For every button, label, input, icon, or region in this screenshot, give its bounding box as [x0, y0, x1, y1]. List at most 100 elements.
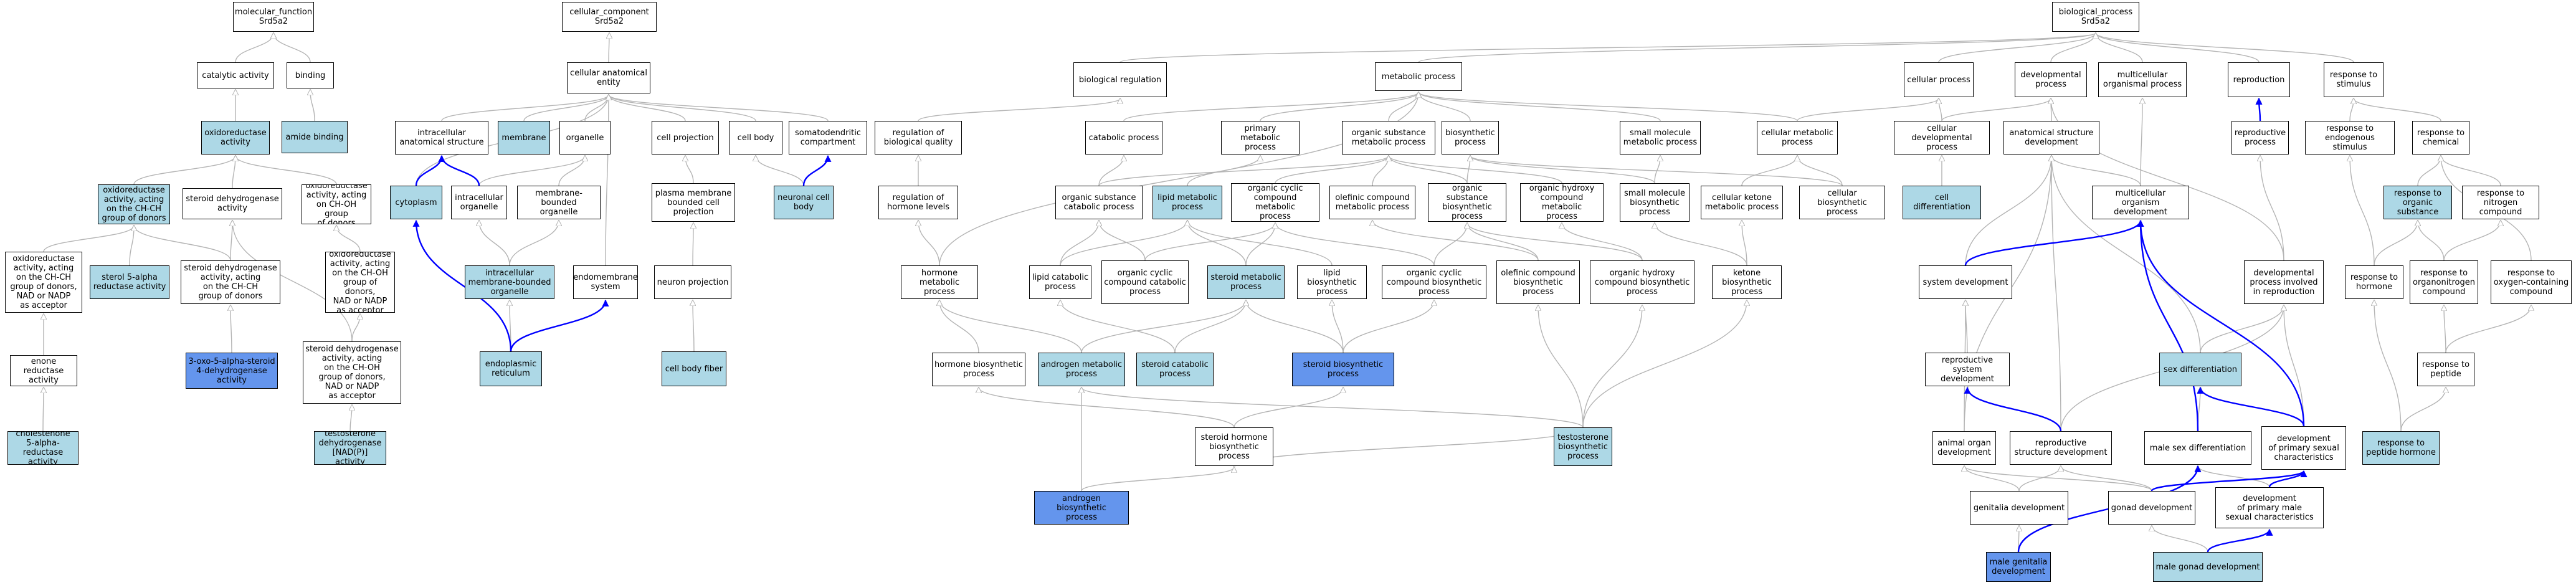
go-term-androgen-biosynthetic-process[interactable]: androgen biosynthetic process	[1034, 491, 1129, 525]
go-term-male-gonad-development[interactable]: male gonad development	[2153, 552, 2263, 582]
go-term-male-genitalia-development[interactable]: male genitalia development	[1986, 552, 2051, 582]
go-term-response-to-stimulus[interactable]: response to stimulus	[2324, 62, 2384, 97]
go-term-developmental-process[interactable]: developmental process	[2015, 62, 2087, 97]
go-term-cell-body-fiber[interactable]: cell body fiber	[662, 351, 726, 386]
go-term-endomembrane-system[interactable]: endomembrane system	[573, 265, 638, 299]
go-term-response-to-peptide[interactable]: response to peptide	[2417, 353, 2474, 386]
go-term-cellular-developmental-process[interactable]: cellular developmental process	[1894, 121, 1990, 155]
go-term-steroid-catabolic-process[interactable]: steroid catabolic process	[1136, 353, 1214, 386]
go-term-cell-projection[interactable]: cell projection	[652, 121, 719, 155]
go-term-response-to-peptide-hormone[interactable]: response to peptide hormone	[2362, 431, 2440, 465]
go-term-endoplasmic-reticulum[interactable]: endoplasmic reticulum	[480, 351, 542, 386]
go-term-organic-hydroxy-compound-metabolic-process[interactable]: organic hydroxy compound metabolic proce…	[1520, 183, 1604, 222]
go-term-oxidoreductase-ch-oh-nad[interactable]: oxidoreductase activity, acting on the C…	[325, 252, 395, 313]
go-term-organic-cyclic-compound-biosynthetic-process[interactable]: organic cyclic compound biosynthetic pro…	[1382, 265, 1486, 299]
go-term-oxidoreductase-activity[interactable]: oxidoreductase activity	[201, 121, 270, 155]
go-term-lipid-metabolic-process[interactable]: lipid metabolic process	[1153, 186, 1222, 219]
go-term-metabolic-process[interactable]: metabolic process	[1375, 62, 1462, 91]
go-term-oxidoreductase-ch-oh[interactable]: oxidoreductase activity, acting on CH-OH…	[302, 184, 371, 224]
go-term-cell-body[interactable]: cell body	[729, 121, 782, 155]
go-term-membrane[interactable]: membrane	[498, 121, 550, 155]
go-term-steroid-dehydrogenase[interactable]: steroid dehydrogenase activity	[183, 188, 282, 219]
go-term-response-to-endogenous-stimulus[interactable]: response to endogenous stimulus	[2305, 121, 2395, 155]
go-term-reproductive-process[interactable]: reproductive process	[2231, 121, 2289, 155]
go-term-intracellular-membrane-bounded-organelle[interactable]: intracellular membrane-bounded organelle	[465, 265, 554, 299]
go-term-cellular-process[interactable]: cellular process	[1904, 62, 1974, 97]
go-term-sterol-5-alpha-reductase[interactable]: sterol 5-alpha reductase activity	[90, 265, 169, 299]
go-term-amide-binding[interactable]: amide binding	[282, 121, 348, 153]
go-term-development-of-primary-male-sexual-characteristics[interactable]: development of primary male sexual chara…	[2215, 487, 2324, 528]
go-term-cellular-anatomical-entity[interactable]: cellular anatomical entity	[567, 62, 650, 93]
go-term-organelle[interactable]: organelle	[559, 121, 611, 155]
go-term-enone-reductase[interactable]: enone reductase activity	[10, 355, 77, 386]
go-term-lipid-biosynthetic-process[interactable]: lipid biosynthetic process	[1297, 265, 1367, 299]
go-term-steroid-biosynthetic-process[interactable]: steroid biosynthetic process	[1292, 353, 1394, 386]
go-term-cellular-metabolic-process[interactable]: cellular metabolic process	[1757, 121, 1838, 155]
go-term-cytoplasm[interactable]: cytoplasm	[390, 186, 442, 219]
go-term-primary-metabolic-process[interactable]: primary metabolic process	[1221, 121, 1300, 155]
go-term-olefinic-compound-metabolic-process[interactable]: olefinic compound metabolic process	[1329, 186, 1415, 219]
go-term-genitalia-development[interactable]: genitalia development	[1970, 491, 2068, 525]
go-term-hormone-metabolic-process[interactable]: hormone metabolic process	[901, 265, 978, 299]
go-term-response-to-chemical[interactable]: response to chemical	[2412, 121, 2469, 155]
go-term-cell-differentiation[interactable]: cell differentiation	[1903, 186, 1981, 219]
go-term-organic-substance-catabolic-process[interactable]: organic substance catabolic process	[1055, 186, 1143, 219]
go-term-oxidoreductase-ch-ch-nad[interactable]: oxidoreductase activity, acting on the C…	[5, 252, 82, 313]
go-term-biological-regulation[interactable]: biological regulation	[1073, 62, 1167, 97]
go-term-cellular-biosynthetic-process[interactable]: cellular biosynthetic process	[1799, 186, 1885, 219]
go-term-3-oxo-5-alpha-steroid-dehydrogenase[interactable]: 3-oxo-5-alpha-steroid 4-dehydrogenase ac…	[186, 353, 278, 389]
go-term-androgen-metabolic-process[interactable]: androgen metabolic process	[1038, 353, 1125, 386]
go-term-system-development[interactable]: system development	[1919, 265, 2012, 299]
go-term-organic-cyclic-compound-metabolic-process[interactable]: organic cyclic compound metabolic proces…	[1231, 183, 1319, 222]
go-term-catabolic-process[interactable]: catabolic process	[1085, 121, 1162, 155]
go-term-organic-substance-biosynthetic-process[interactable]: organic substance biosynthetic process	[1428, 183, 1506, 222]
go-term-sex-differentiation[interactable]: sex differentiation	[2159, 353, 2241, 386]
go-term-somatodendritic-compartment[interactable]: somatodendritic compartment	[789, 121, 867, 155]
go-term-small-molecule-metabolic-process[interactable]: small molecule metabolic process	[1620, 121, 1701, 155]
go-term-organic-cyclic-compound-catabolic-process[interactable]: organic cyclic compound catabolic proces…	[1101, 260, 1189, 304]
go-term-lipid-catabolic-process[interactable]: lipid catabolic process	[1029, 265, 1091, 299]
go-term-membrane-bounded-organelle[interactable]: membrane-bounded organelle	[517, 186, 601, 219]
go-term-neuronal-cell-body[interactable]: neuronal cell body	[774, 186, 834, 219]
go-term-hormone-biosynthetic-process[interactable]: hormone biosynthetic process	[932, 353, 1025, 386]
go-term-steroid-hormone-biosynthetic-process[interactable]: steroid hormone biosynthetic process	[1195, 427, 1273, 466]
go-term-response-to-oxygen-containing-compound[interactable]: response to oxygen-containing compound	[2491, 260, 2572, 304]
go-term-cellular-ketone-metabolic-process[interactable]: cellular ketone metabolic process	[1701, 186, 1783, 219]
go-term-testosterone-dehydrogenase[interactable]: testosterone dehydrogenase [NAD(P)] acti…	[314, 431, 386, 465]
go-term-reproductive-structure-development[interactable]: reproductive structure development	[2010, 431, 2112, 465]
go-term-steroid-metabolic-process[interactable]: steroid metabolic process	[1207, 265, 1285, 299]
go-term-intracellular-organelle[interactable]: intracellular organelle	[451, 186, 507, 219]
go-term-biosynthetic-process[interactable]: biosynthetic process	[1442, 121, 1499, 155]
go-term-cholestenone-5-alpha-reductase[interactable]: cholestenone 5-alpha-reductase activity	[7, 431, 78, 465]
go-term-development-of-primary-sexual-characteristics[interactable]: development of primary sexual characteri…	[2261, 426, 2346, 470]
go-term-reproductive-system-development[interactable]: reproductive system development	[1925, 353, 2010, 386]
go-term-cellular-component[interactable]: cellular_component Srd5a2	[562, 2, 657, 32]
go-term-ketone-biosynthetic-process[interactable]: ketone biosynthetic process	[1712, 265, 1782, 299]
go-term-male-sex-differentiation[interactable]: male sex differentiation	[2144, 431, 2251, 465]
go-term-plasma-membrane-bounded-cell-projection[interactable]: plasma membrane bounded cell projection	[652, 183, 735, 222]
go-term-response-to-organic-substance[interactable]: response to organic substance	[2384, 186, 2452, 219]
go-term-steroid-dh-ch-ch[interactable]: steroid dehydrogenase activity, acting o…	[181, 260, 280, 304]
go-term-small-molecule-biosynthetic-process[interactable]: small molecule biosynthetic process	[1620, 183, 1690, 222]
go-term-organic-hydroxy-compound-biosynthetic-process[interactable]: organic hydroxy compound biosynthetic pr…	[1590, 260, 1694, 304]
go-term-catalytic-activity[interactable]: catalytic activity	[197, 62, 274, 88]
go-term-oxidoreductase-ch-ch[interactable]: oxidoreductase activity, acting on the C…	[98, 184, 170, 224]
go-term-developmental-process-involved-in-reproduction[interactable]: developmental process involved in reprod…	[2244, 260, 2324, 304]
go-term-binding[interactable]: binding	[287, 62, 334, 88]
go-term-biological-process[interactable]: biological_process Srd5a2	[2052, 2, 2139, 32]
go-term-neuron-projection[interactable]: neuron projection	[654, 265, 731, 299]
go-term-multicellular-organism-development[interactable]: multicellular organism development	[2092, 186, 2189, 219]
go-term-regulation-of-biological-quality[interactable]: regulation of biological quality	[875, 121, 962, 155]
go-term-testosterone-biosynthetic-process[interactable]: testosterone biosynthetic process	[1554, 427, 1612, 466]
go-term-molecular-function[interactable]: molecular_function Srd5a2	[233, 2, 314, 32]
go-term-gonad-development[interactable]: gonad development	[2108, 491, 2195, 525]
go-term-response-to-nitrogen-compound[interactable]: response to nitrogen compound	[2462, 186, 2539, 219]
go-term-reproduction[interactable]: reproduction	[2228, 62, 2290, 97]
go-term-animal-organ-development[interactable]: animal organ development	[1932, 431, 1996, 465]
go-term-regulation-of-hormone-levels[interactable]: regulation of hormone levels	[878, 186, 958, 219]
go-term-intracellular-anatomical-structure[interactable]: intracellular anatomical structure	[395, 121, 488, 155]
go-term-anatomical-structure-development[interactable]: anatomical structure development	[2003, 121, 2099, 155]
go-term-response-to-organonitrogen-compound[interactable]: response to organonitrogen compound	[2410, 260, 2478, 304]
go-term-steroid-dh-ch-oh-nad[interactable]: steroid dehydrogenase activity, acting o…	[303, 341, 401, 404]
go-term-multicellular-organismal-process[interactable]: multicellular organismal process	[2098, 62, 2187, 97]
